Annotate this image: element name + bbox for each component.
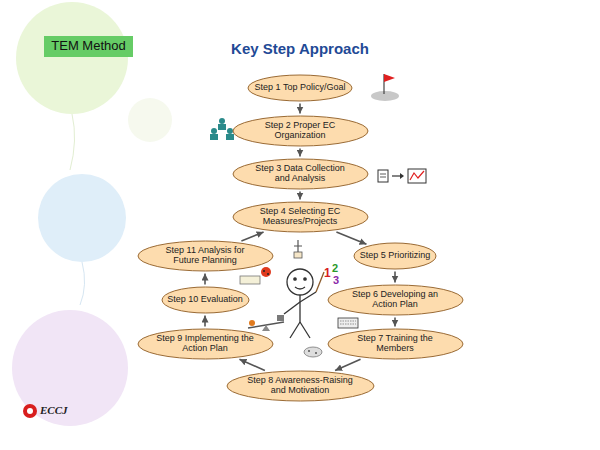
teacher-figure: [284, 269, 324, 338]
step-label: Step 3 Data Collection and Analysis: [250, 164, 350, 184]
step-ellipse: Step 8 Awareness-Raising and Motivation: [226, 370, 375, 402]
ellipse-shape: [328, 329, 463, 359]
step-label: Step 9 Implementing the Action Plan: [155, 334, 255, 354]
slide-title: Key Step Approach: [0, 40, 600, 57]
ellipse-shape: [138, 329, 273, 359]
step-label: Step 4 Selecting EC Measures/Projects: [250, 207, 350, 227]
callout-number: 3: [333, 274, 339, 286]
method-tag: TEM Method: [44, 36, 133, 57]
step-ellipse: Step 10 Evaluation: [161, 286, 250, 314]
thought-cloud-icon: [304, 347, 322, 357]
flow-arrow: [204, 274, 206, 285]
step-ellipse: Step 9 Implementing the Action Plan: [137, 328, 274, 360]
step-label: Step 8 Awareness-Raising and Motivation: [245, 376, 355, 396]
step-ellipse: Step 11 Analysis for Future Planning: [137, 240, 274, 272]
balloon-string: [80, 262, 85, 305]
ellipse-shape: [233, 159, 368, 189]
balloon: [38, 174, 126, 262]
step-ellipse: Step 3 Data Collection and Analysis: [232, 158, 369, 190]
callout-number: 1: [324, 266, 331, 280]
ellipse-shape: [162, 287, 249, 313]
step-label: Step 6 Developing an Action Plan: [345, 290, 445, 310]
flow-arrow: [394, 272, 396, 283]
ellipse-shape: [233, 202, 368, 232]
flow-arrow: [299, 192, 301, 200]
keyboard-icon: [338, 318, 358, 328]
ellipse-shape: [233, 116, 368, 146]
ellipse-shape: [138, 241, 273, 271]
flow-arrow: [239, 359, 264, 370]
seesaw-icon: [248, 315, 284, 331]
flow-arrow: [241, 232, 263, 241]
flow-arrow: [204, 316, 206, 327]
ellipse-shape: [328, 285, 463, 315]
ellipse-shape: [248, 75, 352, 101]
step-ellipse: Step 7 Training the Members: [327, 328, 464, 360]
flow-arrow: [299, 104, 301, 114]
flow-arrow: [299, 149, 301, 157]
step-ellipse: Step 1 Top Policy/Goal: [247, 74, 353, 102]
step-label: Step 2 Proper EC Organization: [250, 121, 350, 141]
balloon: [16, 2, 128, 114]
ladybug-icon: [240, 267, 271, 284]
step-label: Step 1 Top Policy/Goal: [255, 83, 346, 93]
organization-icon: [210, 118, 234, 140]
ellipse-shape: [354, 243, 436, 269]
flow-arrow: [394, 318, 396, 327]
logo-mark: [23, 404, 37, 418]
step-ellipse: Step 6 Developing an Action Plan: [327, 284, 464, 316]
balloon: [12, 310, 128, 426]
logo-text: ECCJ: [40, 404, 68, 416]
step-ellipse: Step 5 Prioritizing: [353, 242, 437, 270]
callout-number: 2: [332, 262, 338, 274]
hand-icon: [294, 240, 302, 258]
step-ellipse: Step 4 Selecting EC Measures/Projects: [232, 201, 369, 233]
step-label: Step 11 Analysis for Future Planning: [155, 246, 255, 266]
ellipse-shape: [227, 371, 374, 401]
step-ellipse: Step 2 Proper EC Organization: [232, 115, 369, 147]
step-label: Step 5 Prioritizing: [360, 251, 431, 261]
flag-icon: [371, 74, 399, 101]
step-label: Step 7 Training the Members: [345, 334, 445, 354]
data-chart-icon: [378, 169, 426, 183]
method-label: TEM Method: [51, 39, 125, 54]
flow-arrow: [336, 232, 366, 244]
balloon-string: [70, 114, 75, 170]
step-label: Step 10 Evaluation: [167, 295, 243, 305]
balloon: [128, 98, 172, 142]
flow-arrow: [335, 359, 360, 370]
